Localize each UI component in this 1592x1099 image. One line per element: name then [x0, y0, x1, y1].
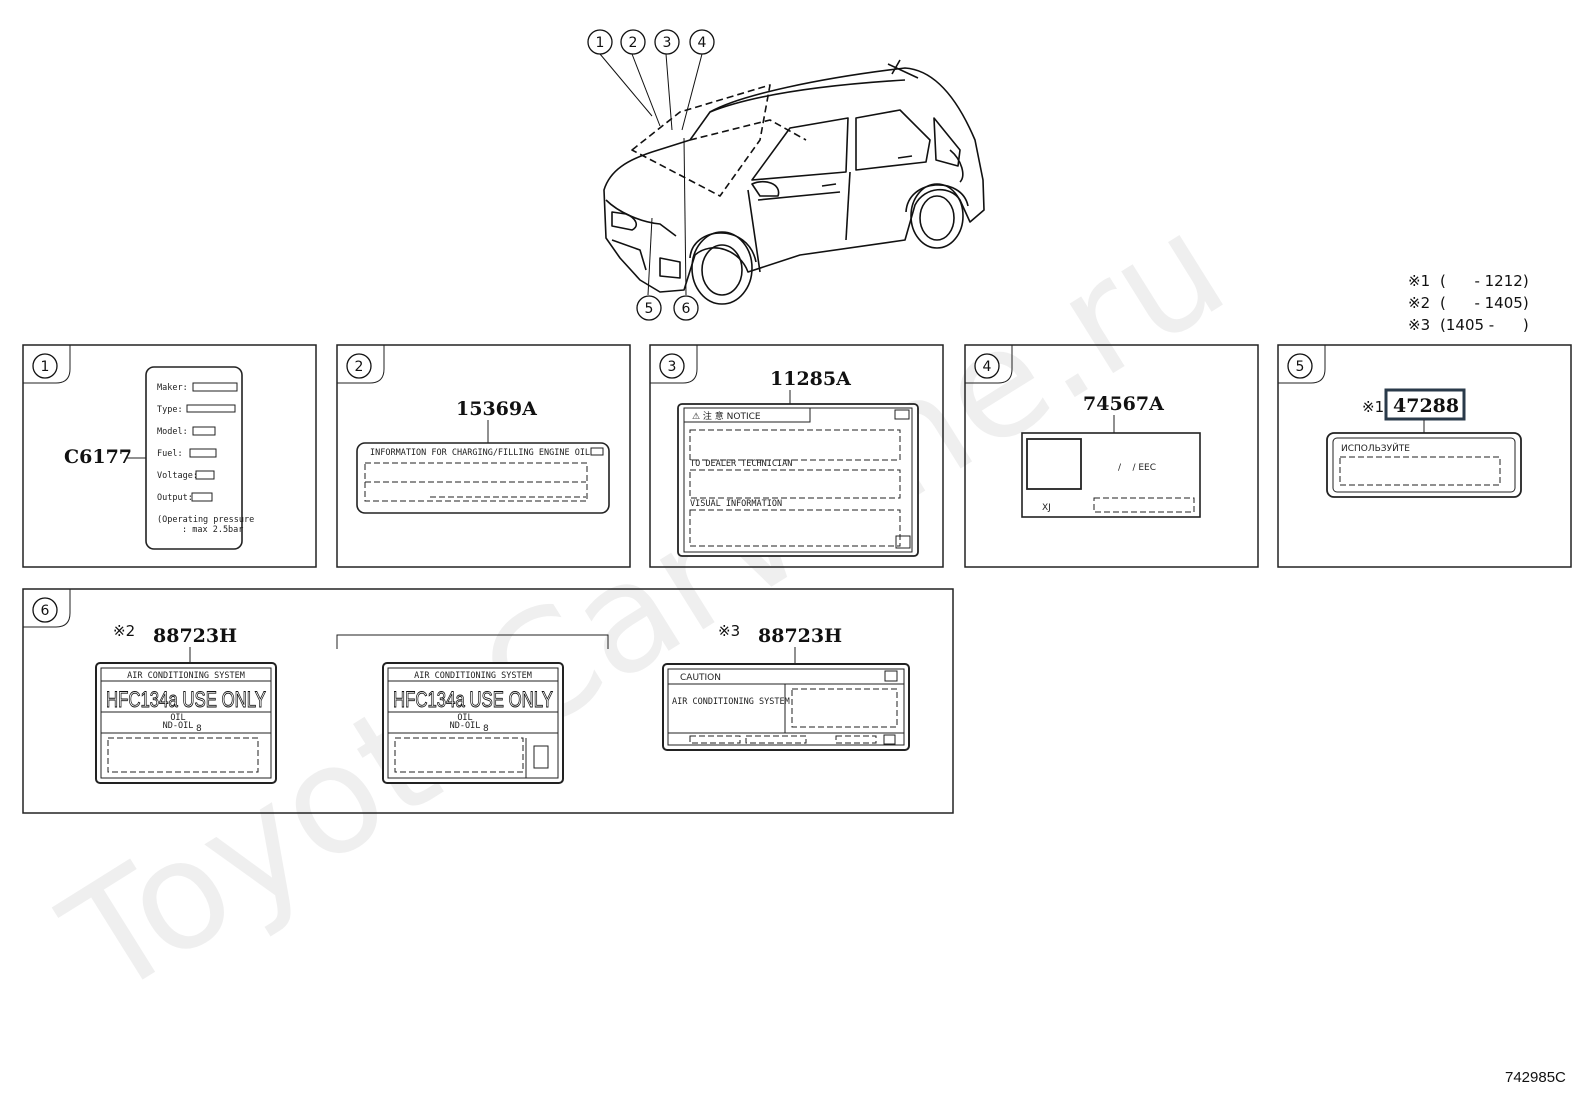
- panel-1: 1 C6177 Maker: Type: Model: Fuel: Voltag…: [22, 344, 317, 568]
- field-output: Output:: [157, 493, 193, 503]
- part-number-highlight: [1384, 388, 1466, 421]
- label-eec-code: / / EEC: [1118, 463, 1156, 473]
- svg-text:OIL: OIL: [170, 713, 185, 723]
- field-maker: Maker:: [157, 383, 188, 393]
- panel-5-number: 5: [1296, 359, 1305, 375]
- panel-4-number: 4: [983, 359, 992, 375]
- label-15369a: [356, 442, 610, 514]
- ac-label-c-part-number: 88723H: [758, 625, 842, 647]
- svg-text:6: 6: [682, 301, 691, 317]
- ac-label-b-refrigerant: HFC134a USE ONLY: [393, 687, 553, 712]
- panel-4-part-number: 74567A: [1083, 393, 1164, 415]
- label-line-1: TO DEALER TECHNICIAN: [690, 459, 792, 469]
- panel-5-footnote-mark: ※1: [1362, 398, 1384, 416]
- panel-3-number: 3: [668, 359, 677, 375]
- ac-label-a-oil-number: 8: [196, 724, 202, 734]
- label-header: INFORMATION FOR CHARGING/FILLING ENGINE …: [370, 448, 590, 458]
- footnote-2-mark: ※2: [1408, 294, 1430, 312]
- field-model: Model:: [157, 427, 188, 437]
- label-47288: [1326, 432, 1522, 498]
- svg-text:ND-OIL: ND-OIL: [450, 721, 481, 731]
- diagram-code: 742985C: [1505, 1069, 1566, 1086]
- footnote-1-text: ( - 1212): [1440, 272, 1529, 290]
- svg-text:ND-OIL: ND-OIL: [163, 721, 194, 731]
- ac-label-c-caution: CAUTION: [680, 673, 721, 683]
- callout-3: 3: [654, 29, 680, 55]
- panel-5-part-number: 47288: [1393, 395, 1459, 417]
- car-illustration: [603, 59, 985, 305]
- callout-6: 6: [673, 295, 699, 321]
- svg-text:1: 1: [596, 35, 605, 51]
- note-line-2: : max 2.5bar: [182, 525, 243, 535]
- ac-label-c: ※3 88723H CAUTION AIR CONDITIONING SYSTE…: [662, 622, 910, 751]
- ac-label-b-header: AIR CONDITIONING SYSTEM: [414, 671, 532, 681]
- footnote-3-mark: ※3: [1408, 316, 1430, 334]
- panel-2-number: 2: [355, 359, 364, 375]
- panel-5: 5 ※1 47288 ИСПОЛЬЗУЙТЕ: [1277, 344, 1572, 568]
- field-type: Type:: [157, 405, 183, 415]
- panel-4: 4 74567A / / EEC XJ: [964, 344, 1259, 568]
- panel-3-part-number: 11285A: [770, 368, 851, 390]
- panel-6: 6 ※2 88723H AIR CONDITIONING SYSTEM HFC1…: [22, 588, 954, 814]
- callout-leaders: [599, 53, 703, 296]
- ac-label-b-oil-number: 8: [483, 724, 489, 734]
- svg-text:OIL: OIL: [457, 713, 472, 723]
- panel-1-number: 1: [41, 359, 50, 375]
- ac-label-a-header: AIR CONDITIONING SYSTEM: [127, 671, 245, 681]
- field-voltage: Voltage:: [157, 471, 198, 481]
- footnote-3-text: (1405 - ): [1440, 316, 1529, 334]
- svg-text:4: 4: [698, 35, 707, 51]
- label-russian-text: ИСПОЛЬЗУЙТЕ: [1341, 442, 1410, 454]
- callout-4: 4: [689, 29, 715, 55]
- footnote-1-mark: ※1: [1408, 272, 1430, 290]
- callout-5: 5: [636, 295, 662, 321]
- label-xj: XJ: [1042, 503, 1051, 513]
- panel-3: 3 11285A ⚠ 注 意 NOTICE TO DEALER TECHNICI…: [649, 344, 944, 568]
- ac-label-a-part-number: 88723H: [153, 625, 237, 647]
- panel-6-number: 6: [41, 603, 50, 619]
- footnotes: ※1 ( - 1212) ※2 ( - 1405) ※3 (1405 - ): [1408, 272, 1529, 334]
- bracket: [336, 634, 609, 649]
- ac-label-a: ※2 88723H AIR CONDITIONING SYSTEM HFC134…: [95, 622, 277, 784]
- ac-label-a-refrigerant: HFC134a USE ONLY: [106, 687, 266, 712]
- ac-label-c-mark: ※3: [718, 622, 740, 640]
- svg-text:2: 2: [629, 35, 638, 51]
- label-line-2: VISUAL INFORMATION: [690, 499, 782, 509]
- ac-label-a-mark: ※2: [113, 622, 135, 640]
- panel-2: 2 15369A INFORMATION FOR CHARGING/FILLIN…: [336, 344, 631, 568]
- callout-2: 2: [620, 29, 646, 55]
- panel-2-part-number: 15369A: [456, 398, 537, 420]
- label-notice-title: ⚠ 注 意 NOTICE: [692, 410, 761, 422]
- panel-1-part-number: C6177: [64, 446, 132, 468]
- field-fuel: Fuel:: [157, 449, 183, 459]
- ac-label-c-system: AIR CONDITIONING SYSTEM: [672, 697, 790, 707]
- label-11285a: [677, 403, 919, 557]
- callout-1: 1: [587, 29, 613, 55]
- note-line-1: (Operating pressure: [157, 515, 254, 525]
- footnote-2-text: ( - 1405): [1440, 294, 1529, 312]
- svg-text:5: 5: [645, 301, 654, 317]
- svg-text:3: 3: [663, 35, 672, 51]
- ac-label-b: AIR CONDITIONING SYSTEM HFC134a USE ONLY…: [382, 662, 564, 784]
